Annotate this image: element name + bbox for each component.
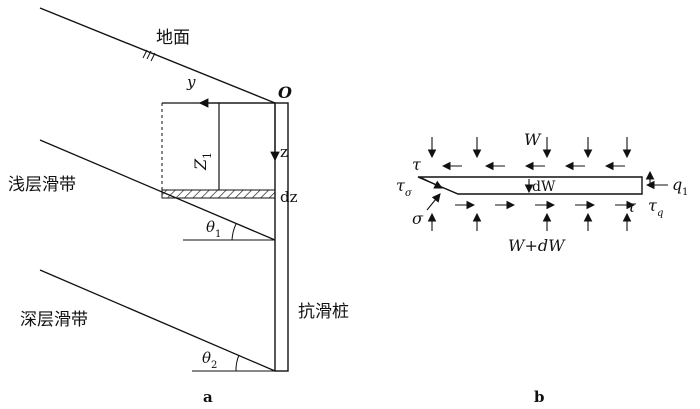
slice-element-body — [417, 176, 643, 195]
ground-label: 地面 — [156, 28, 190, 48]
panel-a-caption: a — [203, 388, 213, 406]
z1-label-group: Z 1 — [191, 152, 214, 171]
z1-label: Z — [191, 158, 210, 171]
tau-q-subscript: q — [657, 208, 663, 219]
panel-a: 地面 O 抗滑桩 y z Z 1 dz 浅层滑带 θ 1 — [8, 7, 349, 406]
sigma-label: σ — [412, 209, 424, 228]
dz-label: dz — [280, 188, 298, 206]
tau-sigma-label: τ — [396, 176, 406, 195]
ground-surface-line — [39, 7, 276, 104]
theta1-subscript: 1 — [215, 229, 221, 240]
tau-q-label: τ — [648, 196, 658, 215]
panel-b: W τ dW τ — [396, 130, 688, 406]
dw-label: dW — [532, 179, 556, 195]
y-axis-label: y — [186, 73, 196, 91]
w-top-label: W — [524, 130, 542, 149]
shallow-slip-band-line — [39, 139, 276, 241]
ground-hatch-icon — [142, 49, 156, 62]
z-axis-label: z — [280, 143, 288, 161]
tau-top-label: τ — [412, 155, 422, 174]
origin-label: O — [278, 83, 292, 102]
tau-bottom-label: τ — [627, 197, 637, 216]
sigma-arrow — [426, 193, 441, 211]
theta1-label: θ — [206, 218, 215, 236]
theta2-arc — [235, 354, 240, 372]
z1-subscript: 1 — [201, 152, 214, 159]
theta2-label: θ — [202, 349, 211, 367]
q1-subscript: 1 — [682, 187, 688, 198]
deep-slip-band-line — [39, 269, 276, 372]
theta1-arc — [231, 223, 237, 241]
tau-sigma-arrow — [421, 177, 443, 189]
deep-band-label: 深层滑带 — [20, 310, 88, 330]
w-bottom-arrows — [427, 212, 632, 231]
panel-b-caption: b — [534, 388, 545, 406]
tau-sigma-subscript: σ — [405, 188, 413, 199]
dz-hatched-strip — [161, 189, 276, 199]
pile-label: 抗滑桩 — [298, 302, 349, 322]
anti-slide-pile — [274, 102, 289, 372]
w-top-arrows — [427, 137, 632, 159]
q1-label: q — [672, 175, 682, 194]
theta2-subscript: 2 — [211, 360, 217, 371]
w-bottom-label: W+dW — [508, 236, 566, 255]
shallow-band-label: 浅层滑带 — [8, 175, 76, 195]
